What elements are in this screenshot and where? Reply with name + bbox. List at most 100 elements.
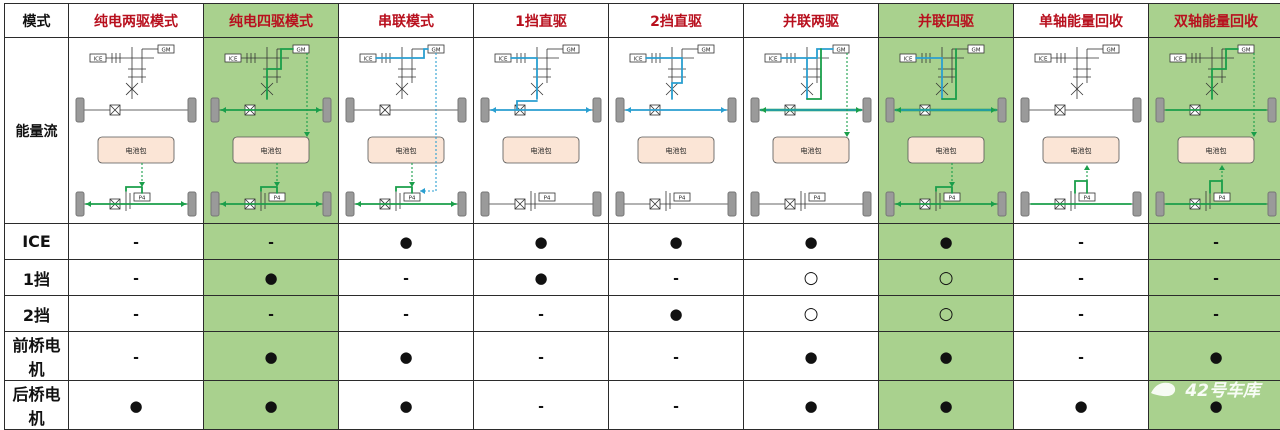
svg-text:电池包: 电池包 bbox=[666, 146, 687, 155]
mode-header: 并联四驱 bbox=[879, 4, 1014, 38]
state-cell: ○ bbox=[744, 296, 879, 332]
svg-text:ICE: ICE bbox=[634, 56, 643, 62]
energy-flow-cell: ICE GM 电池包 P4 bbox=[1149, 38, 1280, 224]
inactive-dash: - bbox=[538, 308, 544, 322]
state-cell: - bbox=[609, 381, 744, 430]
svg-text:P4: P4 bbox=[1219, 195, 1226, 201]
svg-text:ICE: ICE bbox=[229, 56, 238, 62]
svg-text:电池包: 电池包 bbox=[1206, 146, 1227, 155]
mode-header: 1挡直驱 bbox=[474, 4, 609, 38]
component-row: 前桥电机-●●--●●-● bbox=[5, 332, 1280, 381]
component-label: 2挡 bbox=[5, 296, 69, 332]
state-cell: ● bbox=[204, 381, 339, 430]
state-cell: - bbox=[1149, 260, 1280, 296]
svg-text:ICE: ICE bbox=[1039, 56, 1048, 62]
state-cell: - bbox=[1014, 296, 1149, 332]
svg-text:P4: P4 bbox=[274, 195, 281, 201]
state-cell: ● bbox=[339, 381, 474, 430]
svg-text:ICE: ICE bbox=[364, 56, 373, 62]
svg-text:P4: P4 bbox=[139, 195, 146, 201]
state-cell: ● bbox=[339, 332, 474, 381]
state-cell: ● bbox=[204, 260, 339, 296]
active-dot: ● bbox=[804, 235, 817, 250]
svg-text:GM: GM bbox=[1241, 47, 1250, 53]
active-dot: ● bbox=[264, 399, 277, 414]
inactive-dash: - bbox=[673, 272, 679, 286]
state-cell: - bbox=[204, 224, 339, 260]
component-row: 1挡-●-●-○○-- bbox=[5, 260, 1280, 296]
state-cell: - bbox=[69, 296, 204, 332]
state-cell: - bbox=[1149, 296, 1280, 332]
svg-text:ICE: ICE bbox=[499, 56, 508, 62]
state-cell: - bbox=[339, 260, 474, 296]
state-cell: - bbox=[339, 296, 474, 332]
powertrain-diagram: ICE GM 电池包 P4 bbox=[1152, 41, 1280, 221]
component-row: 2挡----●○○-- bbox=[5, 296, 1280, 332]
state-cell: ● bbox=[1014, 381, 1149, 430]
state-cell: ● bbox=[744, 332, 879, 381]
svg-text:电池包: 电池包 bbox=[936, 146, 957, 155]
svg-text:ICE: ICE bbox=[769, 56, 778, 62]
state-cell: - bbox=[609, 260, 744, 296]
inactive-dash: - bbox=[133, 351, 139, 365]
svg-text:P4: P4 bbox=[544, 195, 551, 201]
mode-header: 纯电两驱模式 bbox=[69, 4, 204, 38]
active-dot: ● bbox=[399, 235, 412, 250]
state-cell: ○ bbox=[879, 296, 1014, 332]
state-cell: ● bbox=[879, 224, 1014, 260]
inactive-dash: - bbox=[1213, 272, 1219, 286]
mode-header: 单轴能量回收 bbox=[1014, 4, 1149, 38]
active-dot: ● bbox=[399, 350, 412, 365]
state-cell: ● bbox=[609, 296, 744, 332]
inactive-dash: - bbox=[403, 308, 409, 322]
state-cell: - bbox=[69, 332, 204, 381]
inactive-dash: - bbox=[133, 236, 139, 250]
svg-text:ICE: ICE bbox=[904, 56, 913, 62]
watermark-logo-icon bbox=[1149, 379, 1177, 399]
optional-circle: ○ bbox=[939, 306, 954, 323]
svg-text:GM: GM bbox=[836, 47, 845, 53]
active-dot: ● bbox=[804, 350, 817, 365]
optional-circle: ○ bbox=[804, 306, 819, 323]
inactive-dash: - bbox=[403, 272, 409, 286]
component-label: 前桥电机 bbox=[5, 332, 69, 381]
state-cell: ● bbox=[879, 332, 1014, 381]
state-cell: ● bbox=[744, 224, 879, 260]
state-cell: - bbox=[1014, 260, 1149, 296]
inactive-dash: - bbox=[1078, 351, 1084, 365]
inactive-dash: - bbox=[133, 308, 139, 322]
state-cell: ● bbox=[69, 381, 204, 430]
svg-text:GM: GM bbox=[971, 47, 980, 53]
component-row: 后桥电机●●●--●●●● bbox=[5, 381, 1280, 430]
state-cell: ○ bbox=[879, 260, 1014, 296]
energy-flow-label: 能量流 bbox=[5, 38, 69, 224]
mode-header: 并联两驱 bbox=[744, 4, 879, 38]
inactive-dash: - bbox=[1078, 272, 1084, 286]
component-label: 1挡 bbox=[5, 260, 69, 296]
svg-text:ICE: ICE bbox=[1174, 56, 1183, 62]
inactive-dash: - bbox=[1078, 236, 1084, 250]
state-cell: - bbox=[1014, 224, 1149, 260]
state-cell: - bbox=[1149, 224, 1280, 260]
active-dot: ● bbox=[1209, 350, 1222, 365]
active-dot: ● bbox=[1074, 399, 1087, 414]
svg-text:电池包: 电池包 bbox=[1071, 146, 1092, 155]
svg-text:GM: GM bbox=[701, 47, 710, 53]
optional-circle: ○ bbox=[939, 270, 954, 287]
svg-text:电池包: 电池包 bbox=[531, 146, 552, 155]
mode-header: 双轴能量回收 bbox=[1149, 4, 1280, 38]
inactive-dash: - bbox=[1213, 308, 1219, 322]
energy-flow-row: 能量流 ICE GM 电池包 P4 ICE GM 电池包 P4 ICE GM 电池包 P4 ICE GM 电… bbox=[5, 38, 1280, 224]
svg-text:ICE: ICE bbox=[94, 56, 103, 62]
state-cell: ● bbox=[474, 260, 609, 296]
inactive-dash: - bbox=[1213, 236, 1219, 250]
